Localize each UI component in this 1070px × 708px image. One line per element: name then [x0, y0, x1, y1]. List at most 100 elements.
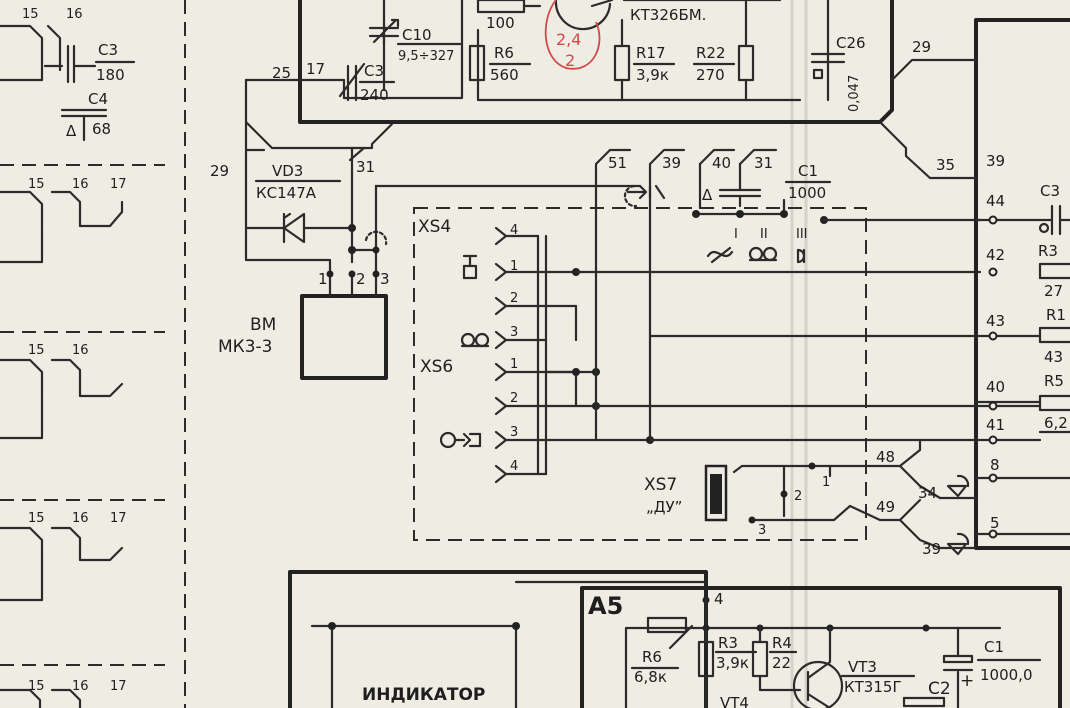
- xs4-pin-0: 4: [510, 223, 518, 238]
- junction-bottom-2: [512, 622, 520, 630]
- left-c4-ref: C4: [88, 90, 108, 108]
- left-c4-val: 68: [92, 120, 111, 138]
- switch-pos-1: II: [760, 227, 768, 242]
- a5-c1-val: 1000,0: [980, 666, 1033, 684]
- c3-top-val: 240: [360, 86, 389, 104]
- bm-pin-3: 3: [380, 270, 390, 288]
- a5-transistor-vt3: VT3 КТ315Г: [792, 626, 916, 708]
- a5-capacitor-c2: C2: [902, 679, 951, 708]
- a5-vt3-type: КТ315Г: [844, 678, 902, 696]
- microphone-bm: 1 2 3 ВМ МК3-3: [218, 270, 390, 380]
- switch-pin-0: 51: [608, 154, 627, 172]
- right-top-pin: 29: [912, 38, 931, 56]
- radio-wave-icon: [706, 246, 734, 264]
- switch-pin-1: 39: [662, 154, 681, 172]
- left-row-1: 15 16 17: [0, 177, 127, 264]
- a5-capacitor-c1: C1 1000,0 +: [942, 626, 1042, 708]
- xs6-pin-1: 2: [510, 391, 518, 406]
- right-pin-0: 39: [986, 152, 1005, 170]
- xs7-dot-2: [780, 490, 788, 498]
- a5-resistor-r4: R4 22: [751, 626, 802, 692]
- right-r3-val: 27: [1044, 282, 1063, 300]
- a5-vt3-ref: VT3: [848, 658, 877, 676]
- right-pin-2: 42: [986, 246, 1005, 264]
- switch-pin-2: 40: [712, 154, 731, 172]
- xs7-right-wiring: 48 49 34 39: [828, 438, 978, 558]
- xs7-connector: XS7 „ДУ” 1 2 3: [644, 462, 852, 538]
- switch-pos-0: I: [734, 227, 738, 242]
- c10-ref: C10: [402, 26, 432, 44]
- switch-block: 51 39 40 31 C1 1000 Δ I II III: [574, 148, 982, 442]
- r-100-val: 100: [486, 14, 515, 32]
- pin-17: 17: [306, 60, 325, 78]
- bm-dot-3: [372, 270, 380, 278]
- left-c3-val: 180: [96, 66, 125, 84]
- xs7-label: XS7: [644, 475, 677, 495]
- left-c3-ref: C3: [98, 41, 118, 59]
- indicator-label: ИНДИКАТОР: [362, 685, 485, 705]
- a5-r3-val: 3,9к: [716, 654, 749, 672]
- left-row-3-c: 17: [110, 511, 127, 526]
- left-row-4-c: 17: [110, 679, 127, 694]
- junction-bm2: [348, 246, 356, 254]
- xs4-pin-3: 3: [510, 325, 518, 340]
- vd3-type: КС147А: [256, 184, 317, 202]
- left-row-3-a: 15: [28, 511, 45, 526]
- junction-bm3: [372, 246, 380, 254]
- a5-title: А5: [588, 592, 623, 620]
- left-row-4: 15 16 17: [0, 679, 127, 708]
- xs6-pin-3: 4: [510, 459, 518, 474]
- antenna-icon: [462, 254, 478, 280]
- right-pins: 39 44 42 43 40 41 8 5: [986, 152, 1005, 532]
- left-row-1-b: 16: [72, 177, 89, 192]
- right-block: 29 35 39 44 42 43 40 41 8 5 C3 R3 27 R1 …: [594, 18, 1070, 550]
- delta-symbol: Δ: [702, 186, 713, 204]
- xs6-pin-2: 3: [510, 425, 518, 440]
- vd3-pin-31: 31: [356, 158, 375, 176]
- left-row-2: 15 16: [0, 343, 124, 440]
- xs7-dot-3: [748, 516, 756, 524]
- tape-icon: [460, 332, 490, 348]
- pin-25: 25: [272, 64, 291, 82]
- vd3-ref: VD3: [272, 162, 303, 180]
- left-row-1-a: 15: [28, 177, 45, 192]
- delta-symbol: Δ: [66, 122, 77, 140]
- bm-dot-1: [326, 270, 334, 278]
- r22-ref: R22: [696, 44, 726, 62]
- xs7-pin-34: 34: [918, 484, 937, 502]
- r6-top-ref: R6: [494, 44, 514, 62]
- right-dot-40: [988, 401, 998, 411]
- a5-r6-ref: R6: [642, 648, 662, 666]
- c26-ref: C26: [836, 34, 866, 52]
- switch-contact-3: [780, 210, 788, 218]
- bm-pin-2: 2: [356, 270, 366, 288]
- bm-pin-1: 1: [318, 270, 328, 288]
- switch-pin-3: 31: [754, 154, 773, 172]
- switch-contact-2: [736, 210, 744, 218]
- xs7-pin-48: 48: [876, 448, 895, 466]
- right-r5: R5: [1044, 372, 1064, 390]
- right-c3: C3: [1040, 182, 1060, 200]
- a5-c2-ref: C2: [928, 679, 951, 699]
- junction-xs6-1: [572, 368, 580, 376]
- xs7-pin-49: 49: [876, 498, 895, 516]
- xs6-label: XS6: [420, 357, 453, 377]
- a5-r3-ref: R3: [718, 634, 738, 652]
- capacitor-c3-top: C3 240: [338, 62, 396, 104]
- c26-val: 0,047: [847, 75, 862, 112]
- right-r1-val: 43: [1044, 348, 1063, 366]
- connector-area: XS4 XS6 4 1 2 3 1: [348, 122, 982, 541]
- c10-val: 9,5÷327: [398, 49, 454, 64]
- right-pin-35: 35: [936, 156, 955, 174]
- switch-contact-1: [692, 210, 700, 218]
- xs4-pins: 4 1 2 3: [462, 223, 580, 350]
- tape-mode-icon: [748, 246, 778, 262]
- switch-c1-val: 1000: [788, 184, 826, 202]
- right-pin-3: 43: [986, 312, 1005, 330]
- player-icon: [439, 431, 482, 449]
- right-pin-6: 8: [990, 456, 1000, 474]
- left-row-2-b: 16: [72, 343, 89, 358]
- left-row-0-a: 15: [22, 7, 39, 22]
- bm-ref: ВМ: [250, 315, 276, 335]
